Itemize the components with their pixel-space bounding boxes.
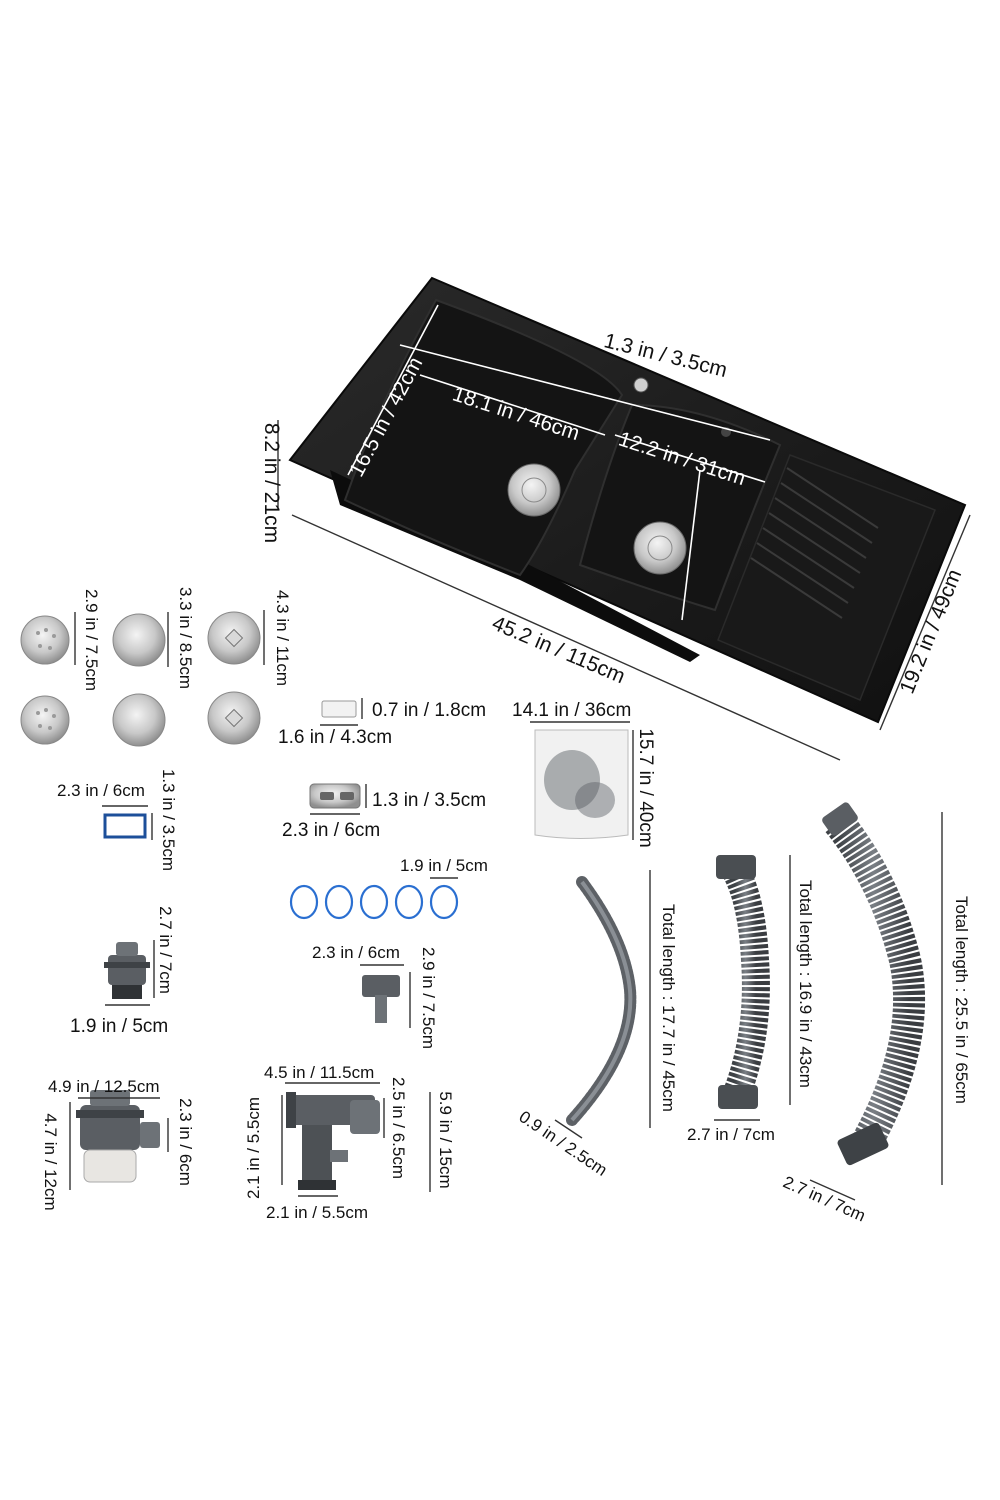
sink-total-length-label: 45.2 in / 115cm [489, 612, 629, 689]
tee-bottom-label: 2.1 in / 5.5cm [266, 1203, 368, 1222]
mid-hose-diameter-label: 2.7 in / 7cm [687, 1125, 775, 1144]
tee-width-label: 4.5 in / 11.5cm [264, 1063, 374, 1082]
kitchen-sink [288, 276, 967, 724]
strainer-small-bottom [20, 695, 70, 745]
long-hose-diameter-dim-line [809, 1179, 856, 1201]
mounting-clip [321, 700, 357, 718]
strainer-small-top [20, 615, 70, 665]
mid-hose-length-label: Total length : 16.9 in / 43cm [796, 880, 815, 1088]
packaging-bag [534, 729, 629, 839]
gasket-width-label: 2.3 in / 6cm [57, 781, 145, 800]
strainer-medium-bottom [112, 693, 166, 747]
long-drain-hose [822, 802, 926, 1166]
left-bowl-width-dim-line [347, 304, 439, 476]
thin-hose-length-label: Total length : 17.7 in / 45cm [659, 904, 678, 1112]
sink-depth-label: 8.2 in / 21cm [260, 423, 283, 543]
o-ring-3 [359, 884, 389, 920]
faucet-hole [633, 377, 649, 393]
trap-width-label: 4.9 in / 12.5cm [48, 1077, 160, 1096]
tee-height-label: 5.9 in / 15cm [436, 1091, 455, 1188]
faucet-hole-dim-line [399, 344, 771, 441]
long-hose-diameter-label: 2.7 in / 7cm [780, 1172, 868, 1225]
strainer-medium-label: 3.3 in / 8.5cm [176, 587, 195, 689]
left-drain [507, 463, 561, 517]
connector-height-label: 2.9 in / 7.5cm [419, 947, 438, 1049]
drainboard-ribs [750, 467, 879, 619]
o-ring-diameter-label: 1.9 in / 5cm [400, 856, 488, 875]
bag-width-label: 14.1 in / 36cm [512, 700, 631, 721]
thin-hose-diameter-label: 0.9 in / 2.5cm [515, 1107, 610, 1180]
strainer-small-label: 2.9 in / 7.5cm [82, 589, 101, 691]
mid-drain-hose [716, 855, 770, 1109]
sink-right-bowl [578, 403, 782, 612]
tee-right-inlet-label: 2.5 in / 6.5cm [389, 1077, 408, 1179]
gasket-height-label: 1.3 in / 3.5cm [159, 769, 178, 871]
overflow-connector [362, 975, 400, 1023]
overflow-cover [309, 783, 361, 809]
adapter-height-label: 2.7 in / 7cm [156, 906, 175, 994]
clip-width-label: 1.6 in / 4.3cm [278, 727, 392, 748]
bag-height-label: 15.7 in / 40cm [635, 728, 656, 847]
strainer-medium-top [112, 613, 166, 667]
rectangular-gasket [103, 813, 147, 839]
o-ring-1 [289, 884, 319, 920]
tee-side-inlet-label: 2.1 in / 5.5cm [244, 1097, 263, 1199]
right-bowl-length-dim-line [614, 434, 766, 483]
sink-total-length-dim-line [291, 514, 841, 761]
o-ring-2 [324, 884, 354, 920]
right-bowl-depth-dim-line [681, 469, 701, 621]
overflow-cover-height-label: 1.3 in / 3.5cm [372, 790, 486, 811]
o-ring-5 [429, 884, 459, 920]
sink-total-width-dim-line [879, 514, 971, 731]
strainer-set [20, 611, 261, 747]
o-ring-4 [394, 884, 424, 920]
right-drain [633, 521, 687, 575]
adapter-diameter-label: 1.9 in / 5cm [70, 1016, 168, 1037]
bottle-trap [76, 1090, 160, 1183]
left-bowl-length-dim-line [419, 374, 606, 436]
long-hose-length-label: Total length : 25.5 in / 65cm [952, 896, 971, 1104]
clip-height-label: 0.7 in / 1.8cm [372, 700, 486, 721]
pipe-adapter [104, 942, 150, 999]
connector-width-label: 2.3 in / 6cm [312, 943, 400, 962]
trap-height-label: 4.7 in / 12cm [41, 1113, 60, 1210]
strainer-large-label: 4.3 in / 11cm [273, 590, 292, 686]
tee-joint [286, 1092, 380, 1190]
thin-hose-diameter-dim-line [554, 1119, 583, 1139]
overflow-cover-width-label: 2.3 in / 6cm [282, 820, 380, 841]
trap-outlet-label: 2.3 in / 6cm [176, 1098, 195, 1186]
o-ring-set [289, 884, 459, 920]
